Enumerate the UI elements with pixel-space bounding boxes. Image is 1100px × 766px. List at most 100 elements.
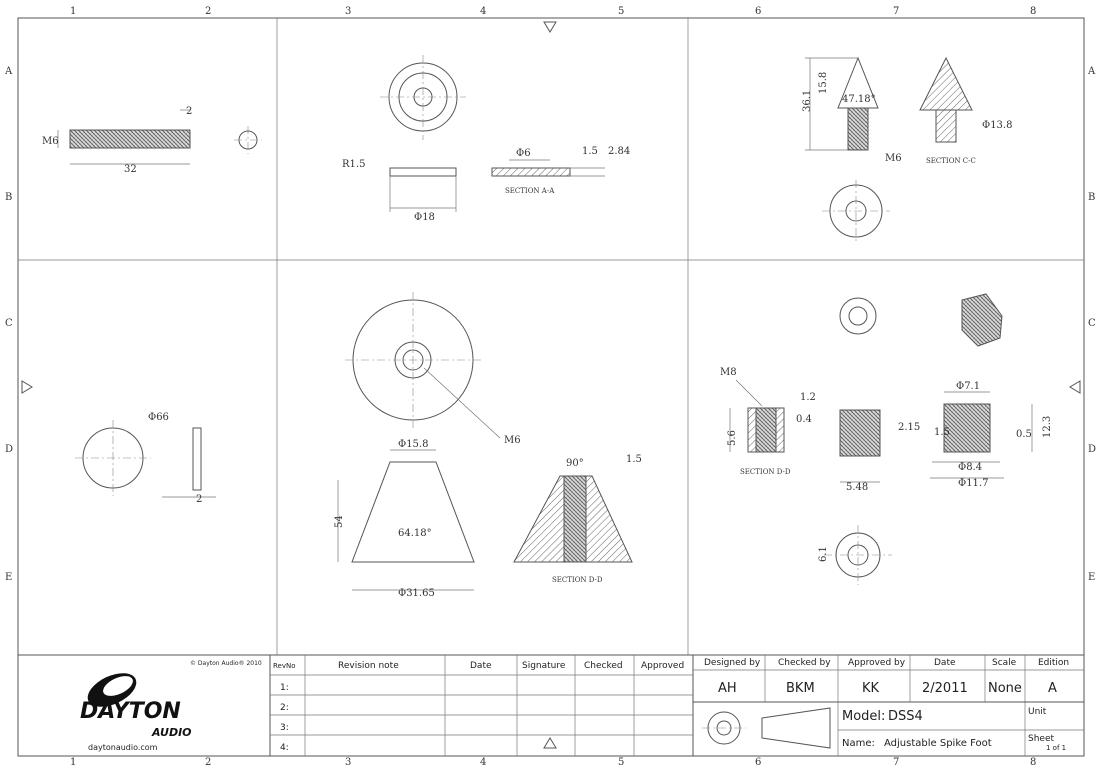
zone-top-8: 8 xyxy=(1030,6,1036,17)
insert-h61-label: 6.1 xyxy=(818,546,829,562)
screw-length-label: 32 xyxy=(124,164,137,175)
insert-h123-label: 12.3 xyxy=(1042,416,1053,438)
spike-h361-label: 36.1 xyxy=(802,90,813,112)
washer-r-label: R1.5 xyxy=(342,159,365,170)
disc-phi66-label: Φ66 xyxy=(148,412,169,423)
section-dd-label: SECTION D-D xyxy=(552,576,603,584)
zone-left-a: A xyxy=(4,66,13,77)
sheet-label: Sheet xyxy=(1028,734,1054,744)
spike-h158-label: 15.8 xyxy=(818,72,829,94)
cone-angle90-label: 90° xyxy=(566,458,584,469)
rev-approved-header: Approved xyxy=(641,661,684,671)
zone-markers: 1 2 3 4 5 6 7 8 1 2 3 4 5 6 7 8 A B C D … xyxy=(4,6,1096,766)
right-centering-mark xyxy=(1069,380,1081,394)
insert-h56-label: 5.6 xyxy=(727,430,738,446)
cone-side xyxy=(351,461,475,563)
insert-t12-label: 1.2 xyxy=(800,392,816,403)
zone-bottom-2: 2 xyxy=(205,757,211,766)
insert-t15-label: 1.5 xyxy=(934,427,950,438)
rev-checked-header: Checked xyxy=(584,661,623,671)
rev-no-header: RevNo xyxy=(273,662,296,670)
zone-top-5: 5 xyxy=(618,6,624,17)
screw-body xyxy=(69,129,191,149)
disc-view: Φ66 2 xyxy=(75,412,216,505)
cone-phi158-label: Φ15.8 xyxy=(398,439,428,450)
approved-by-value: KK xyxy=(862,681,880,696)
spike-section xyxy=(919,56,973,111)
insert-t04-label: 0.4 xyxy=(796,414,812,425)
zone-bottom-5: 5 xyxy=(618,757,624,766)
zone-left-b: B xyxy=(5,192,12,203)
sheet-value: 1 of 1 xyxy=(1046,744,1066,752)
zone-left-e: E xyxy=(5,572,12,583)
zone-right-c: C xyxy=(1088,318,1096,329)
zone-right-b: B xyxy=(1088,192,1095,203)
bottom-centering-mark xyxy=(543,737,557,749)
cone-angle-label: 64.18° xyxy=(398,528,432,539)
insert-w548-label: 5.48 xyxy=(846,482,868,493)
zone-right-a: A xyxy=(1087,66,1096,77)
brand-sub: AUDIO xyxy=(151,726,192,739)
zone-top-3: 3 xyxy=(345,6,351,17)
rev-date-header: Date xyxy=(470,661,492,671)
section-cc-label: SECTION C-C xyxy=(926,157,976,165)
checked-by-value: BKM xyxy=(786,681,815,696)
spike-view: 36.1 15.8 47.18° M6 Φ13.8 SECTION C-C xyxy=(802,56,1012,242)
insert-front xyxy=(943,403,991,453)
date-header: Date xyxy=(934,658,956,668)
model-label: Model: xyxy=(842,709,885,724)
cone-m6-label: M6 xyxy=(504,435,521,446)
zone-bottom-8: 8 xyxy=(1030,757,1036,766)
cone-t15-label: 1.5 xyxy=(626,454,642,465)
cone-view: M6 Φ15.8 54 64.18° Φ31.65 90° 1.5 SECTIO… xyxy=(334,292,642,599)
designed-by-header: Designed by xyxy=(704,658,761,668)
spike-thread xyxy=(847,107,869,151)
zone-top-6: 6 xyxy=(755,6,761,17)
frame xyxy=(17,17,1085,757)
insert-side xyxy=(839,409,881,457)
zone-left-c: C xyxy=(5,318,13,329)
zone-right-d: D xyxy=(1088,444,1096,455)
zone-right-e: E xyxy=(1088,572,1095,583)
unit-label: Unit xyxy=(1028,707,1047,717)
screw-view: M6 32 2 xyxy=(42,106,262,175)
washer-t284-label: 2.84 xyxy=(608,146,630,157)
left-centering-mark xyxy=(21,380,33,394)
zone-bottom-4: 4 xyxy=(480,757,486,766)
rev-signature-header: Signature xyxy=(522,661,566,671)
zone-bottom-1: 1 xyxy=(70,757,76,766)
rev-row-1: 1: xyxy=(280,683,289,693)
zone-bottom-3: 3 xyxy=(345,757,351,766)
section-aa-label: SECTION A-A xyxy=(505,187,555,195)
projection-cone-icon xyxy=(761,707,831,749)
copyright-text: © Dayton Audio® 2010 xyxy=(190,660,262,667)
rev-note-header: Revision note xyxy=(338,661,399,671)
rev-row-3: 3: xyxy=(280,723,289,733)
zone-top-2: 2 xyxy=(205,6,211,17)
cone-h54-label: 54 xyxy=(334,515,345,528)
washer-view: R1.5 Φ18 Φ6 1.5 2.84 SECTION A-A xyxy=(342,55,630,223)
washer-section xyxy=(491,167,571,177)
insert-phi84-label: Φ8.4 xyxy=(958,462,982,473)
scale-value: None xyxy=(988,681,1022,696)
website-text: daytonaudio.com xyxy=(88,743,158,752)
spike-phi138-label: Φ13.8 xyxy=(982,120,1012,131)
name-value: Adjustable Spike Foot xyxy=(884,738,992,749)
approved-by-header: Approved by xyxy=(848,658,906,668)
spike-m6-label: M6 xyxy=(885,153,902,164)
disc-t2-label: 2 xyxy=(196,494,202,505)
washer-phi18-label: Φ18 xyxy=(414,212,435,223)
zone-left-d: D xyxy=(5,444,13,455)
insert-m8-label: M8 xyxy=(720,367,737,378)
scale-header: Scale xyxy=(992,658,1017,668)
checked-by-header: Checked by xyxy=(778,658,831,668)
zone-top-4: 4 xyxy=(480,6,486,17)
screw-m6-label: M6 xyxy=(42,136,59,147)
brand-main: DAYTON xyxy=(80,699,181,724)
rev-row-4: 4: xyxy=(280,743,289,753)
washer-t15-label: 1.5 xyxy=(582,146,598,157)
designed-by-value: AH xyxy=(718,681,737,696)
cone-phi3165-label: Φ31.65 xyxy=(398,588,435,599)
top-centering-mark xyxy=(543,21,557,33)
